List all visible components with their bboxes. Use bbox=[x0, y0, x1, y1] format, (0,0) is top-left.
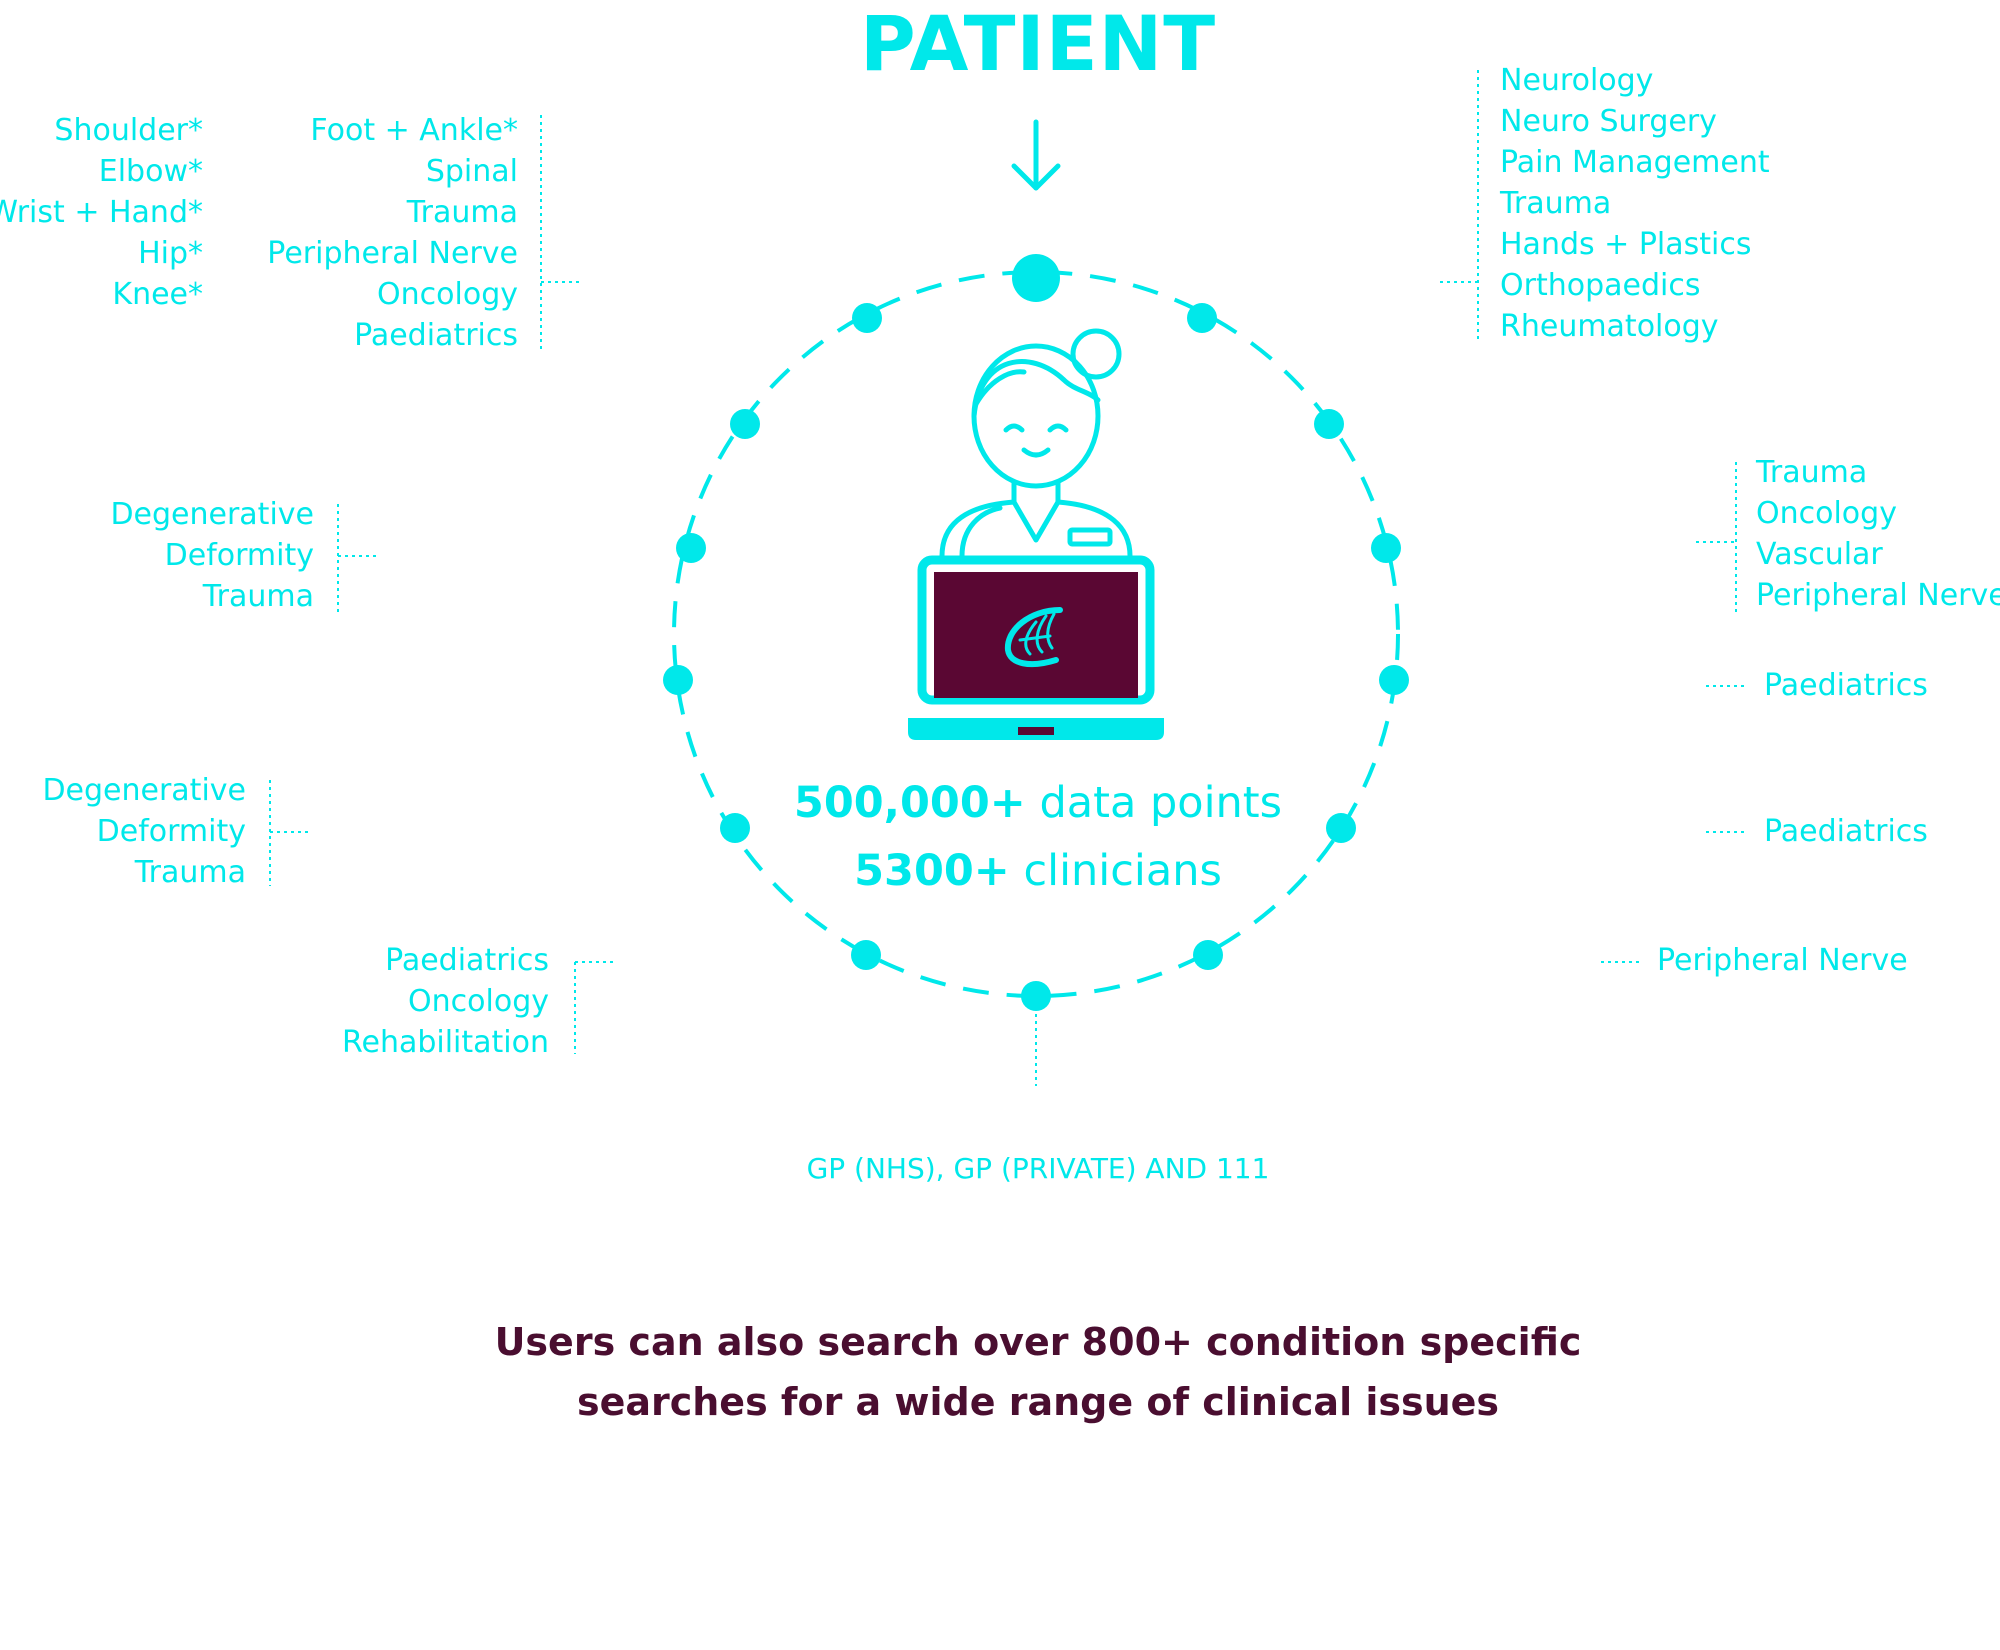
clinicians-label: clinicians bbox=[1023, 846, 1222, 896]
clinicians-stat: 5300+ clinicians bbox=[0, 841, 2000, 901]
list-item: Trauma bbox=[1500, 186, 1612, 221]
list-item: Peripheral Nerve bbox=[1657, 943, 1908, 978]
list-item: Deformity bbox=[164, 538, 314, 573]
connectors bbox=[269, 70, 1746, 1086]
list-item: Oncology bbox=[1756, 496, 1897, 531]
list-item: Foot + Ankle* bbox=[310, 113, 518, 148]
ring-dot bbox=[1187, 303, 1217, 333]
feather-logo-icon bbox=[1004, 607, 1063, 668]
data-points-label: data points bbox=[1039, 778, 1283, 828]
list-item: Vascular bbox=[1756, 537, 1883, 572]
data-points-stat: 500,000+ data points bbox=[0, 773, 2000, 833]
right-group-b: Paediatrics bbox=[1764, 665, 1928, 706]
list-item: Paediatrics bbox=[385, 943, 549, 978]
page-title: PATIENT bbox=[859, 0, 1217, 88]
ring-dot bbox=[1314, 409, 1344, 439]
ring-dot bbox=[730, 409, 760, 439]
list-item: Trauma bbox=[1756, 455, 1868, 490]
list-item: Degenerative bbox=[110, 497, 314, 532]
ring-dot bbox=[1012, 254, 1060, 302]
list-item: Paediatrics bbox=[1764, 668, 1928, 703]
ring-dot bbox=[1193, 940, 1223, 970]
right-group-c: Paediatrics bbox=[1764, 811, 1928, 852]
ring-dot bbox=[663, 665, 693, 695]
ring-dot bbox=[852, 303, 882, 333]
clinician-at-laptop-icon bbox=[939, 328, 1133, 563]
footer-text: Users can also search over 800+ conditio… bbox=[0, 1312, 2000, 1432]
right-group-a: Trauma Oncology Vascular Peripheral Nerv… bbox=[1756, 452, 2000, 616]
list-item: Oncology bbox=[377, 277, 518, 312]
arrow-down-icon bbox=[1011, 119, 1061, 191]
left-group-a: Degenerative Deformity Trauma bbox=[110, 494, 314, 617]
list-item: Trauma bbox=[134, 855, 246, 890]
list-item: Trauma bbox=[202, 579, 314, 614]
ring-dot bbox=[720, 813, 750, 843]
list-item: Trauma bbox=[406, 195, 518, 230]
list-item: Elbow* bbox=[98, 154, 203, 189]
list-item: Knee* bbox=[112, 277, 203, 312]
list-item: Degenerative bbox=[42, 773, 246, 808]
list-item: Neurology bbox=[1500, 63, 1654, 98]
list-item: Neuro Surgery bbox=[1500, 104, 1717, 139]
list-item: Peripheral Nerve bbox=[267, 236, 518, 271]
gp-label: GP (NHS), GP (PRIVATE) AND 111 bbox=[806, 1152, 1270, 1185]
list-item: Paediatrics bbox=[1764, 814, 1928, 849]
list-item: Paediatrics bbox=[354, 318, 518, 353]
laptop-icon bbox=[908, 555, 1164, 740]
list-item: Hands + Plastics bbox=[1500, 227, 1752, 262]
list-item: Hip* bbox=[138, 236, 203, 271]
list-item: Wrist + Hand* bbox=[0, 195, 203, 230]
ring-dot bbox=[1021, 981, 1051, 1011]
ring-dots bbox=[663, 254, 1409, 1011]
neuro-list: Neurology Neuro Surgery Pain Management … bbox=[1500, 60, 1770, 347]
clinician-network-ring bbox=[672, 270, 1400, 998]
ortho-list: Foot + Ankle* Spinal Trauma Peripheral N… bbox=[267, 110, 518, 356]
list-item: Shoulder* bbox=[54, 113, 203, 148]
list-item: Orthopaedics bbox=[1500, 268, 1701, 303]
clinicians-value: 5300+ bbox=[854, 846, 1010, 896]
ring-dot bbox=[1371, 533, 1401, 563]
ring-dot bbox=[1379, 665, 1409, 695]
list-item: Peripheral Nerve bbox=[1756, 578, 2000, 613]
data-points-value: 500,000+ bbox=[793, 778, 1026, 828]
left-group-b: Degenerative Deformity Trauma bbox=[42, 770, 246, 893]
footer-line-2: searches for a wide range of clinical is… bbox=[576, 1380, 1500, 1424]
ring-dot bbox=[676, 533, 706, 563]
list-item: Spinal bbox=[425, 154, 518, 189]
list-item: Rehabilitation bbox=[341, 1025, 549, 1060]
list-item: Oncology bbox=[408, 984, 549, 1019]
ring-dot bbox=[851, 940, 881, 970]
list-item: Deformity bbox=[96, 814, 246, 849]
bottom-left-group: Paediatrics Oncology Rehabilitation bbox=[342, 940, 549, 1063]
ring-dot bbox=[1326, 813, 1356, 843]
list-item: Pain Management bbox=[1500, 145, 1770, 180]
joints-list: Shoulder* Elbow* Wrist + Hand* Hip* Knee… bbox=[0, 110, 203, 315]
footer-line-1: Users can also search over 800+ conditio… bbox=[494, 1320, 1582, 1364]
list-item: Rheumatology bbox=[1500, 309, 1719, 344]
right-group-d: Peripheral Nerve bbox=[1657, 940, 1908, 981]
